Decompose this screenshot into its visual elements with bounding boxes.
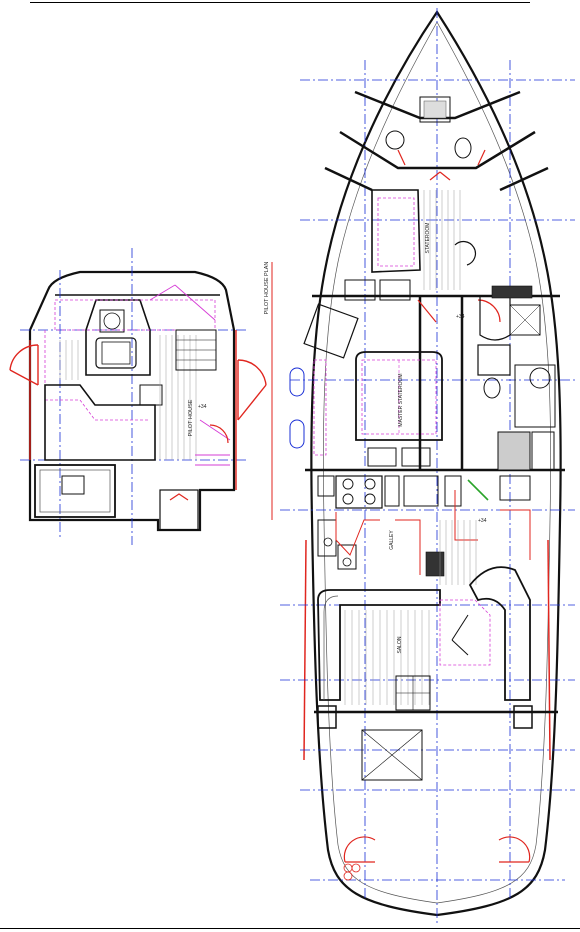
pilot-house-grid	[20, 248, 248, 545]
pilot-berth	[34, 464, 116, 518]
pilot-house-plan-title: PILOT HOUSE PLAN	[264, 262, 270, 315]
room-label-master-stateroom: MASTER STATEROOM	[398, 373, 404, 426]
room-label-stateroom: STATEROOM	[425, 223, 431, 254]
forward-hatch	[419, 96, 451, 123]
red-deck-edge-right	[547, 539, 551, 761]
cockpit-hatch	[361, 729, 423, 781]
port-portholes	[289, 367, 305, 449]
main-centerline-grid	[280, 8, 575, 925]
pilot-house-stairs	[159, 329, 217, 531]
level-mark-upper: +34	[456, 314, 465, 320]
master-berth	[355, 351, 443, 467]
galley-appliances	[317, 475, 531, 577]
room-label-galley: GALLEY	[389, 530, 395, 550]
forward-head-fixtures	[385, 130, 476, 266]
swim-step-rings	[343, 863, 361, 881]
main-bulkheads	[305, 90, 565, 714]
pilot-house-level-mark: +34	[198, 404, 207, 410]
pilot-house-framing	[149, 284, 231, 466]
transom-doors	[343, 836, 531, 863]
salon-port-settee	[317, 589, 441, 701]
master-head	[477, 344, 556, 471]
bottom-border-rule	[0, 928, 580, 929]
pilot-house-interior-door	[209, 424, 229, 444]
forward-planking	[423, 190, 461, 290]
salon-planking	[344, 610, 430, 705]
forward-doors	[397, 149, 501, 323]
master-port-settee	[303, 303, 359, 456]
pilot-house-plan: PILOT HOUSE +34	[9, 248, 267, 545]
galley-planking	[439, 520, 477, 585]
room-label-salon: SALON	[397, 636, 403, 653]
pilot-house-outline	[28, 270, 236, 532]
pilot-house-side-doors	[9, 330, 267, 490]
salon-aft-hatch	[317, 675, 533, 729]
helm-console	[85, 299, 151, 376]
top-border-rule	[30, 2, 530, 3]
level-mark-lower: +34	[478, 518, 487, 524]
room-label-pilot-house: PILOT HOUSE	[188, 399, 194, 436]
salon-starboard-settee	[439, 566, 531, 701]
forward-berth	[344, 189, 421, 301]
companionway-right	[479, 285, 541, 341]
red-deck-edge-left	[303, 539, 307, 761]
pilot-house-settee	[44, 384, 163, 461]
pilot-house-planking	[59, 335, 197, 460]
main-deck-plan: STATEROOM MASTER STATEROOM GALLEY SALON …	[280, 8, 575, 925]
galley-counters	[335, 490, 531, 575]
